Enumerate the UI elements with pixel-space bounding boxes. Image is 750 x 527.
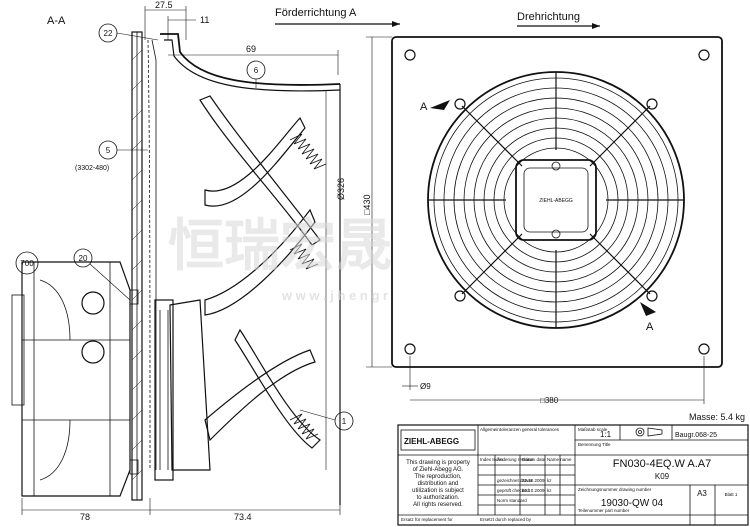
name-drawn: kz [547,478,552,483]
rotation-label: Drehrichtung [517,11,580,23]
watermark: 恒瑞宏晟 w w w . j h e n g r [168,214,392,303]
part-no-label: Teilenummer part number [578,508,630,513]
svg-text:22: 22 [104,29,113,38]
balloon-5-note: (3302-480) [75,165,109,172]
balloon-20: 20 [73,248,131,301]
replaced-label: Ersetzt durch replaced by [480,517,532,522]
front-view: Drehrichtung □430 [362,11,723,405]
plate-hatching [131,49,143,481]
mounting-plate [391,36,723,368]
section-mark-a-bottom: A [646,321,654,333]
motor-label: ZIEHL-ABEGG [539,198,573,204]
svg-text:5: 5 [106,146,111,155]
dim-hole-9: Ø9 [420,382,431,391]
dim-11: 11 [200,15,209,25]
svg-text:w w w . j h e n g r: w w w . j h e n g r [281,288,388,303]
construction: Baugr.068-25 [675,432,717,439]
product-title: FN030-4EQ.W A.A7 [613,458,711,470]
copyright-line: This drawing is property [406,460,470,466]
mounting-hole [698,343,710,355]
svg-text:700: 700 [20,259,34,268]
copyright-line: The reproduction, [414,474,461,480]
drawing-no-label: Zeichnungsnummer drawing number [578,487,652,492]
copyright-line: utilization is subject [412,488,464,494]
col-change: Änderung revision [497,456,534,462]
designation-label: Benennung Title [578,442,611,447]
dim-diameter-326: Ø326 [336,178,346,200]
section-label: A-A [47,15,66,27]
date-drawn: 22.10.2009 [522,478,545,483]
svg-text:1: 1 [342,417,347,426]
scale: 1:1 [600,430,612,439]
dim-plate-430: □430 [362,195,372,215]
mounting-hole [698,49,710,61]
balloon-22: 22 [98,23,159,43]
scale-label: Maßstab scale [578,427,608,432]
col-name: Name name [547,457,572,462]
logo-text: ZIEHL-ABEGG [404,437,459,446]
section-view: A-A 27.5 11 69 [11,0,354,522]
svg-text:恒瑞宏晟: 恒瑞宏晟 [168,214,392,277]
dim-78: 78 [80,512,90,522]
row-standard: Norm standard [497,498,527,503]
date-checked: 22.10.2009 [522,488,545,493]
motor-box [515,159,597,241]
row-drawn: gezeichnet drawn [497,478,533,483]
col-date: Datum date [522,457,546,462]
svg-text:6: 6 [254,66,259,75]
dim-69: 69 [246,44,256,54]
airflow-direction: Förderrichtung A [275,7,400,27]
product-subtitle: K09 [655,472,670,481]
balloon-1: 1 [299,409,354,431]
balloon-6: 6 [246,60,266,88]
mounting-hole [404,343,416,355]
mounting-hole [404,49,416,61]
tolerances-label: Allgemeintoleranzen general tolerances [480,427,560,432]
sheet-number: Blatt 1 [725,492,738,497]
copyright-line: All rights reserved. [413,502,463,508]
balloon-5: 5 (3302-480) [75,140,148,172]
copyright-line: distribution and [418,481,459,487]
title-block: Masse: 5.4 kg ZIEHL-ABEGG Allgemeintoler… [397,412,749,526]
svg-text:20: 20 [79,254,88,263]
svg-text:Förderrichtung A: Förderrichtung A [275,7,357,19]
row-checked: geprüft checked [497,488,530,493]
name-checked: kz [547,488,552,493]
dim-73-4: 73.4 [234,512,252,522]
sheet-size: A3 [697,489,707,498]
section-mark-a-top: A [420,101,428,113]
dim-hole-spacing-380: □380 [540,396,559,405]
copyright-line: of Ziehl-Abegg AG. [413,467,464,473]
replacement-label: Ersatz für replacement for [401,517,453,522]
mass: Masse: 5.4 kg [689,412,745,422]
guard-grill [427,71,685,329]
dim-27-5: 27.5 [155,0,173,10]
projection-symbol-icon [635,427,663,437]
part-number: 19030-QW 04 [601,498,664,509]
balloon-700: 700 [15,251,39,275]
copyright-line: to authorization. [417,495,460,501]
col-index: Index Index [480,457,504,462]
